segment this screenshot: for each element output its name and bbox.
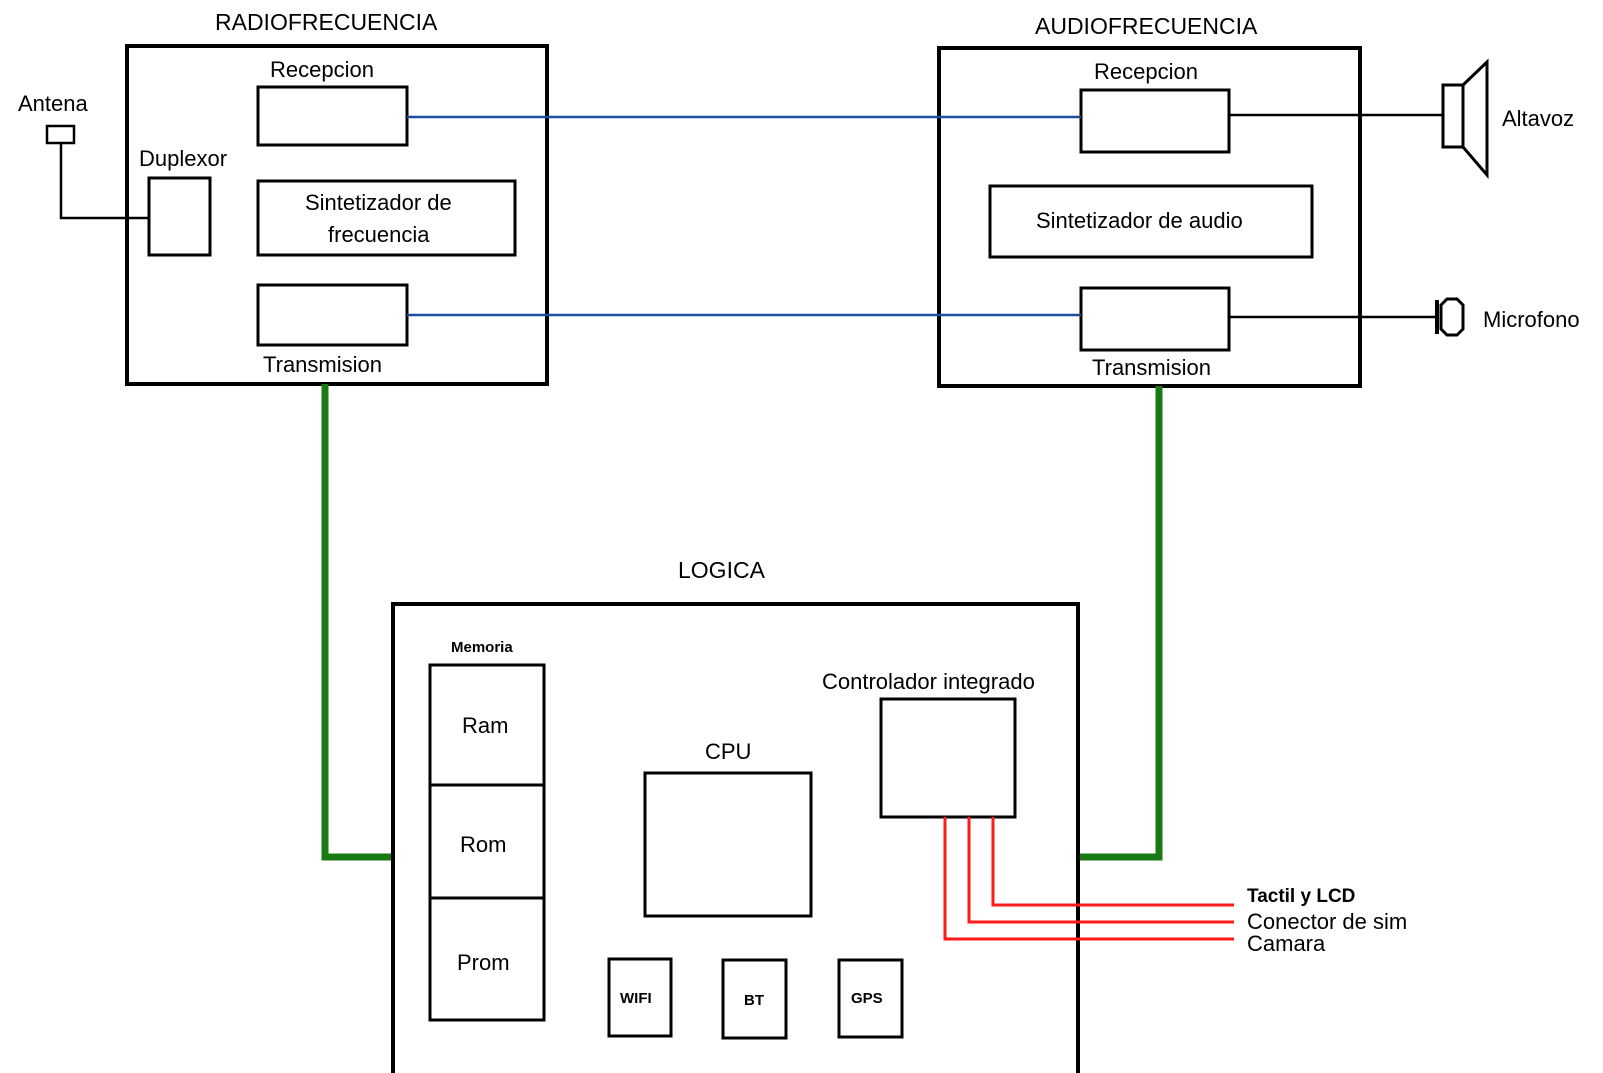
memory-column bbox=[428, 663, 546, 1022]
radio-transmission-label: Transmision bbox=[263, 352, 382, 377]
radio-frame bbox=[125, 44, 549, 386]
radio-frequency-block: RADIOFRECUENCIA Recepcion Duplexor Sinte… bbox=[125, 9, 549, 386]
audio-transmission-label: Transmision bbox=[1092, 355, 1211, 380]
audio-logic-bus bbox=[1078, 386, 1163, 861]
audio-title: AUDIOFRECUENCIA bbox=[1035, 13, 1258, 39]
audio-synth-label: Sintetizador de audio bbox=[1036, 208, 1243, 233]
audio-reception-label: Recepcion bbox=[1094, 59, 1198, 84]
antenna: Antena bbox=[18, 91, 149, 220]
frequency-synth-label-1: Sintetizador de bbox=[305, 190, 452, 215]
camera-label: Camara bbox=[1247, 931, 1326, 956]
rom-label: Rom bbox=[460, 832, 506, 857]
frequency-synth-label-2: frecuencia bbox=[328, 222, 430, 247]
radio-reception-label: Recepcion bbox=[270, 57, 374, 82]
radio-logic-bus bbox=[321, 384, 393, 861]
logic-title: LOGICA bbox=[678, 557, 766, 583]
microphone-label: Microfono bbox=[1483, 307, 1580, 332]
frequency-synth-box bbox=[256, 179, 517, 257]
controller-box bbox=[879, 697, 1017, 819]
bt-box bbox=[721, 958, 788, 1040]
cpu-label: CPU bbox=[705, 739, 751, 764]
audio-frame bbox=[937, 46, 1362, 388]
audio-reception-box bbox=[1079, 88, 1231, 154]
wifi-box bbox=[607, 957, 673, 1038]
touch-lcd-label: Tactil y LCD bbox=[1247, 886, 1355, 907]
prom-label: Prom bbox=[457, 950, 510, 975]
ram-label: Ram bbox=[462, 713, 508, 738]
speaker-icon bbox=[1441, 58, 1489, 180]
antenna-icon bbox=[45, 124, 76, 145]
touch-lcd-line bbox=[991, 817, 1234, 907]
duplexer-box bbox=[147, 176, 212, 257]
antenna-wire bbox=[59, 143, 149, 220]
gps-label: GPS bbox=[851, 990, 883, 1007]
sim-connector-line bbox=[967, 817, 1234, 924]
gps-box bbox=[837, 958, 904, 1039]
bt-label: BT bbox=[744, 992, 764, 1009]
duplexer-label: Duplexor bbox=[139, 146, 227, 171]
speaker-label: Altavoz bbox=[1502, 106, 1574, 131]
antenna-label: Antena bbox=[18, 91, 88, 116]
audio-synth-box bbox=[988, 184, 1314, 259]
audio-transmission-box bbox=[1079, 286, 1231, 352]
speaker: Altavoz bbox=[1229, 58, 1574, 180]
logic-frame bbox=[391, 602, 1080, 1073]
cpu-box bbox=[643, 771, 813, 918]
memory-label: Memoria bbox=[451, 639, 513, 656]
radio-transmission-box bbox=[256, 283, 409, 347]
radio-reception-box bbox=[256, 85, 409, 147]
logic-block: LOGICA Memoria Ram Rom Prom CPU Controla… bbox=[391, 557, 1080, 1073]
microphone-icon bbox=[1435, 297, 1465, 337]
microphone: Microfono bbox=[1229, 297, 1580, 337]
controller-label: Controlador integrado bbox=[822, 669, 1035, 694]
audio-frequency-block: AUDIOFRECUENCIA Recepcion Sintetizador d… bbox=[937, 13, 1362, 388]
sim-connector-label: Conector de sim bbox=[1247, 909, 1407, 934]
wifi-label: WIFI bbox=[620, 990, 652, 1007]
camera-line bbox=[943, 817, 1234, 941]
radio-title: RADIOFRECUENCIA bbox=[215, 9, 438, 35]
